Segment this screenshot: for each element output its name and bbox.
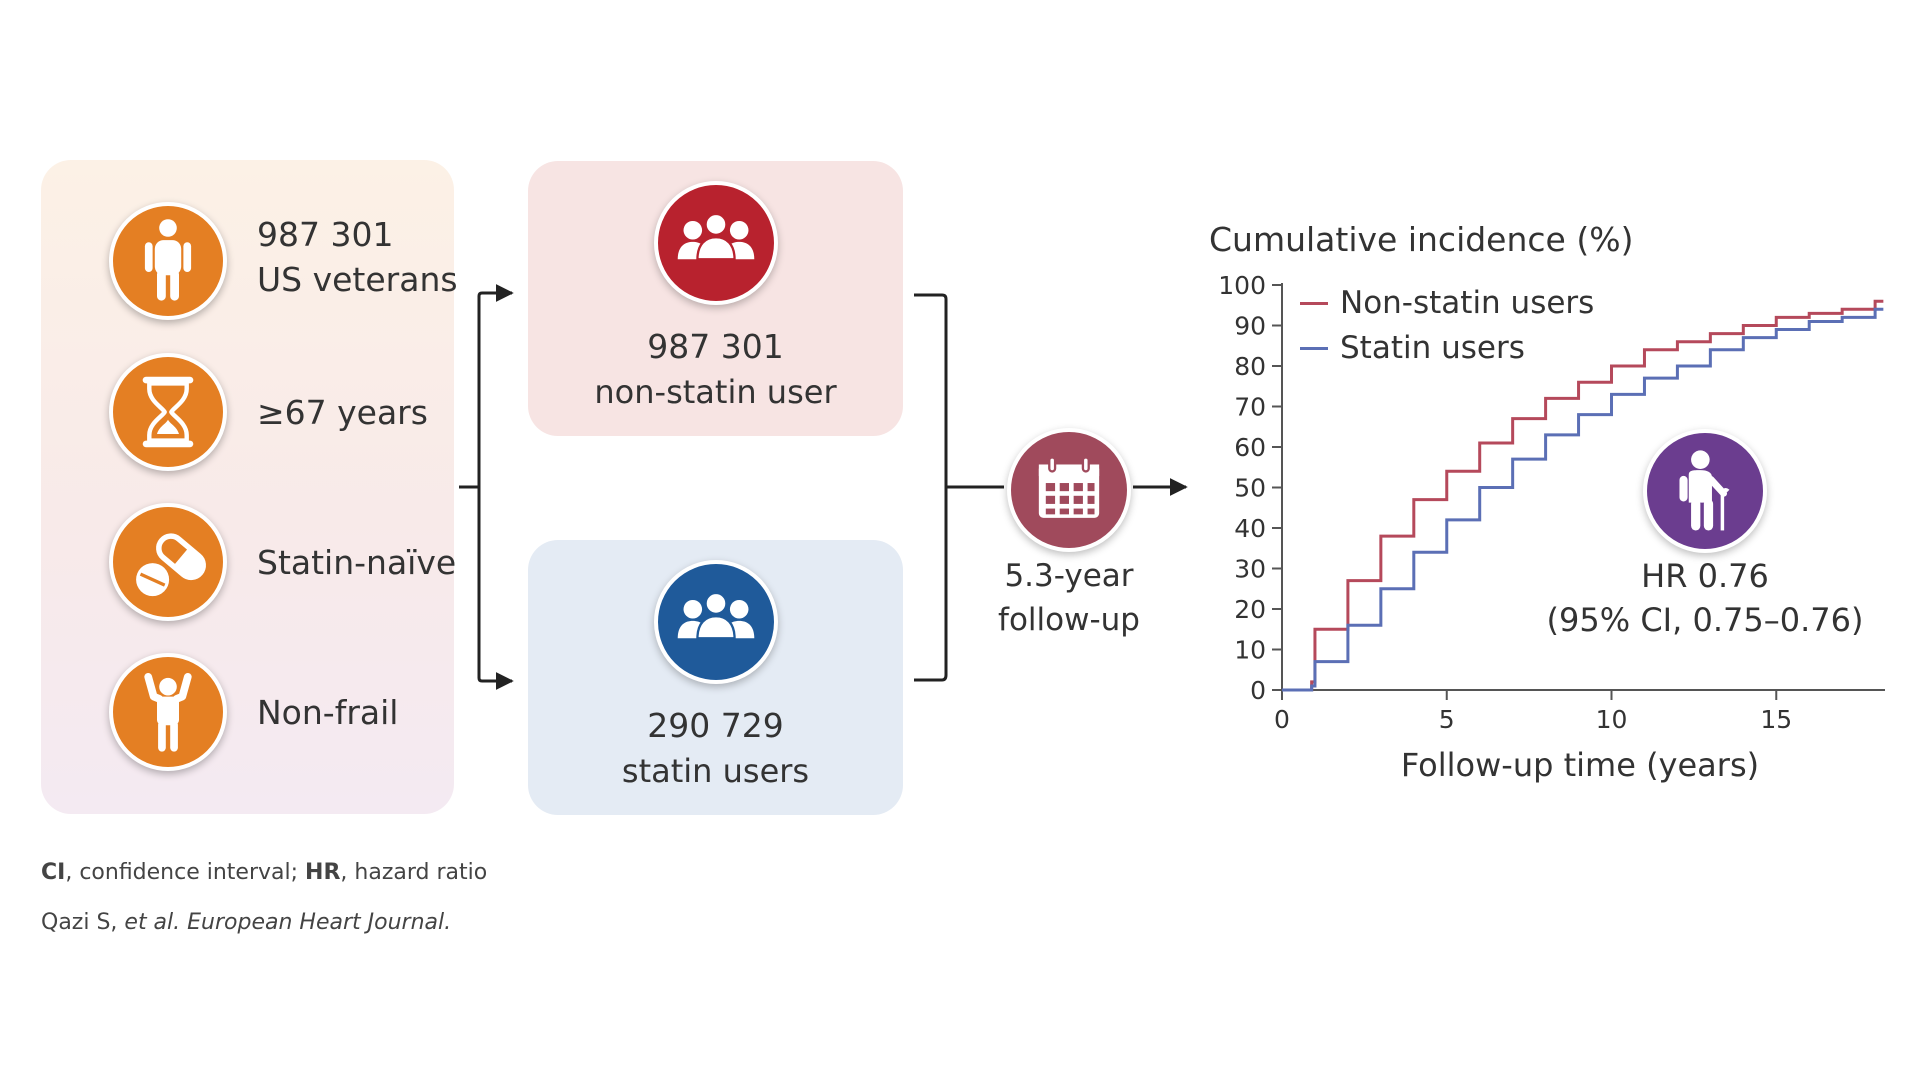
y-tick-label-10: 10 xyxy=(1234,636,1266,665)
criterion-statin-naive: Statin-naïve xyxy=(257,543,457,582)
nonstatin-group-box: 987 301 non-statin user xyxy=(528,161,903,436)
series-line-nonstatin xyxy=(1282,299,1884,692)
hazard-ratio-ci: (95% CI, 0.75–0.76) xyxy=(1546,601,1864,639)
person-icon xyxy=(109,202,227,320)
nonstatin-label: non-statin user xyxy=(594,373,837,411)
statin-count: 290 729 xyxy=(647,706,784,745)
criterion-age: ≥67 years xyxy=(257,393,428,432)
y-tick-label-70: 70 xyxy=(1234,393,1266,422)
abbr-ci-text: , confidence interval; xyxy=(65,860,306,885)
group-icon xyxy=(654,181,778,305)
y-tick-label-100: 100 xyxy=(1218,271,1266,300)
chart-title: Cumulative incidence (%) xyxy=(1209,220,1634,259)
legend-label-statin: Statin users xyxy=(1340,330,1525,366)
criterion-population-label: US veterans xyxy=(257,260,458,299)
chart-x-axis-label: Follow-up time (years) xyxy=(1400,746,1760,784)
followup-duration: 5.3-year xyxy=(1004,558,1134,594)
x-tick-label-5: 5 xyxy=(1439,705,1455,734)
criterion-population-count: 987 301 xyxy=(257,215,394,254)
y-tick-label-40: 40 xyxy=(1234,514,1266,543)
arrow-to-statin xyxy=(477,487,514,690)
arrow-to-nonstatin xyxy=(477,284,514,487)
statin-group-box: 290 729 statin users xyxy=(528,540,903,815)
active-person-icon xyxy=(109,653,227,771)
y-tick-label-50: 50 xyxy=(1234,474,1266,503)
y-tick-label-0: 0 xyxy=(1250,676,1266,705)
abbr-hr-text: , hazard ratio xyxy=(340,860,488,885)
abbr-ci: CI xyxy=(41,860,66,885)
legend-swatch-statin xyxy=(1300,347,1328,350)
abbr-hr: HR xyxy=(305,860,341,885)
criterion-non-frail: Non-frail xyxy=(257,693,399,732)
hourglass-icon xyxy=(109,353,227,471)
series-line-statin xyxy=(1282,307,1884,692)
hazard-ratio-value: HR 0.76 xyxy=(1641,557,1769,595)
calendar-icon xyxy=(1007,428,1131,552)
abbreviations-footnote: CI, confidence interval; HR, hazard rati… xyxy=(41,858,487,888)
y-tick-label-80: 80 xyxy=(1234,352,1266,381)
citation-journal: European Heart Journal. xyxy=(187,910,452,935)
pill-icon xyxy=(109,503,227,621)
citation-etal: et al. xyxy=(124,910,181,935)
statin-label: statin users xyxy=(621,752,810,790)
x-tick-label-15: 15 xyxy=(1760,705,1792,734)
y-tick-label-30: 30 xyxy=(1234,555,1266,584)
criterion-population: 987 301 US veterans xyxy=(257,212,458,302)
citation-authors: Qazi S, xyxy=(41,910,125,935)
legend-swatch-nonstatin xyxy=(1300,302,1328,305)
elderly-person-icon xyxy=(1643,429,1767,553)
legend-label-nonstatin: Non-statin users xyxy=(1340,285,1595,321)
y-tick-label-90: 90 xyxy=(1234,312,1266,341)
citation-footnote: Qazi S, et al. European Heart Journal. xyxy=(41,908,451,938)
x-tick-label-0: 0 xyxy=(1274,705,1290,734)
group-icon xyxy=(654,560,778,684)
chart-axes: 0 10 20 30 40 50 60 70 80 90 100 0 5 10 15 xyxy=(1218,271,1885,734)
nonstatin-count: 987 301 xyxy=(647,327,784,366)
chart-lines xyxy=(1282,299,1884,692)
followup-label: follow-up xyxy=(998,602,1140,638)
y-tick-label-20: 20 xyxy=(1234,595,1266,624)
x-tick-label-10: 10 xyxy=(1596,705,1628,734)
y-tick-label-60: 60 xyxy=(1234,433,1266,462)
criteria-panel: 987 301 US veterans ≥67 years Statin-naï… xyxy=(41,160,458,814)
